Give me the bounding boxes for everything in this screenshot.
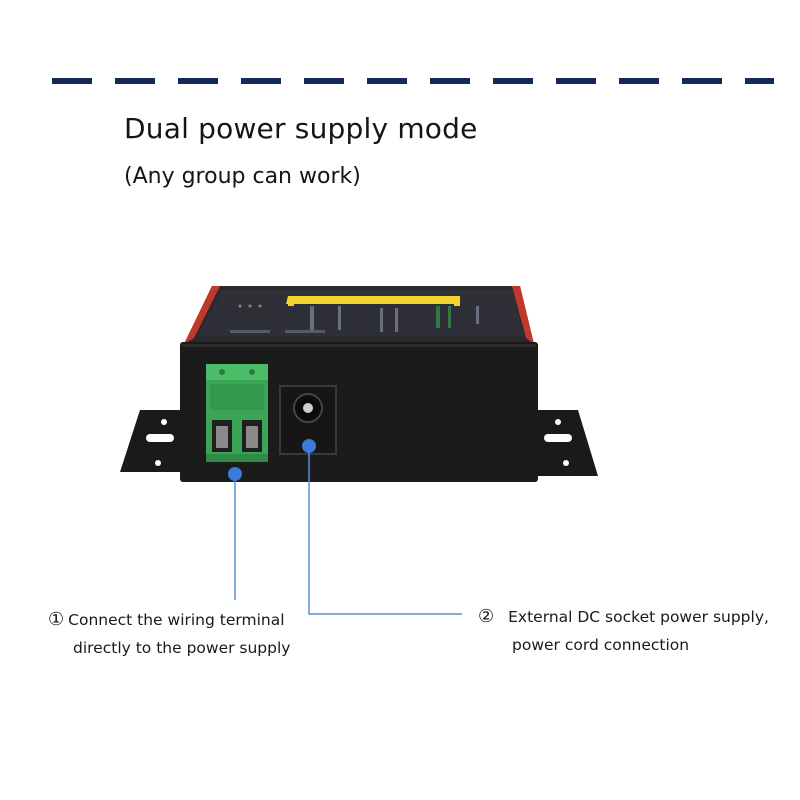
dashed-divider <box>52 78 774 84</box>
callout-dot-2 <box>302 439 316 453</box>
right-mount-hole <box>555 419 561 425</box>
caption-line: External DC socket power supply, <box>508 608 769 626</box>
caption-line: Connect the wiring terminal <box>68 611 285 629</box>
device-front-face <box>180 342 538 482</box>
yellow-label-stripe <box>286 296 460 304</box>
page-title: Dual power supply mode <box>124 112 478 145</box>
left-mount-hole <box>161 419 167 425</box>
caption-line: power cord connection <box>512 636 690 654</box>
right-mount-slot <box>544 434 572 442</box>
caption-number: ② <box>478 606 495 627</box>
page-subtitle: (Any group can work) <box>124 164 361 189</box>
left-mount-hole <box>155 460 161 466</box>
caption-dc-socket: ② External DC socket power supply, power … <box>478 603 769 659</box>
caption-number: ① <box>48 609 65 630</box>
caption-line: directly to the power supply <box>73 639 291 657</box>
right-mounting-ear <box>536 410 598 476</box>
wiring-terminal <box>206 364 268 462</box>
callout-line-2 <box>308 446 462 615</box>
left-mount-slot <box>146 434 174 442</box>
device-top-red-edge <box>184 286 220 344</box>
callout-dot-1 <box>228 467 242 481</box>
device-top-red-edge-right <box>512 286 534 344</box>
right-mount-hole <box>563 460 569 466</box>
